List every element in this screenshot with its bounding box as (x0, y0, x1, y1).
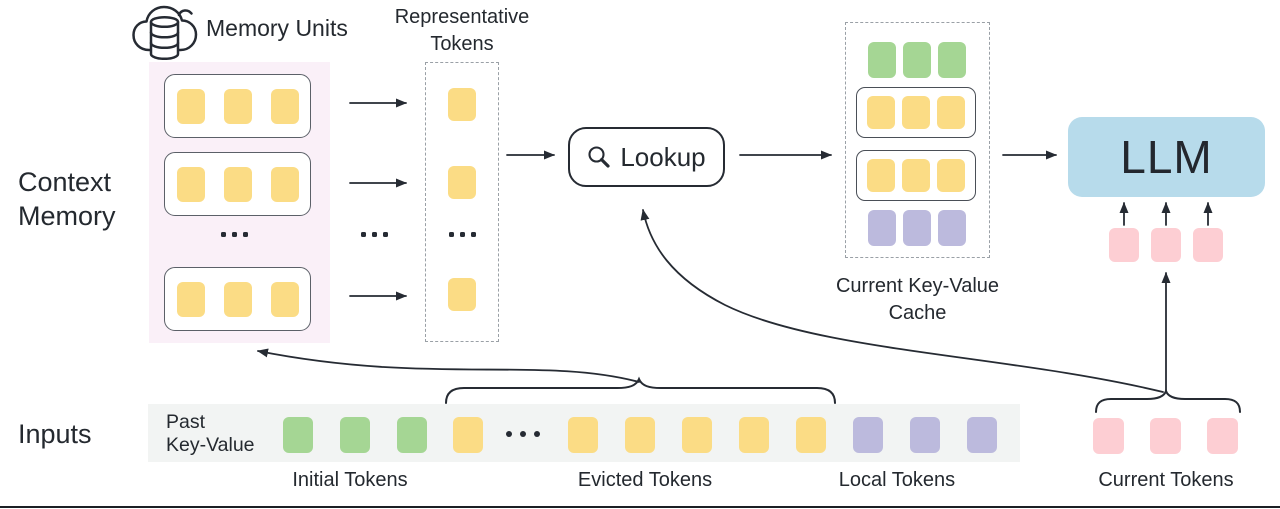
token-green (340, 417, 370, 453)
memory-units-label: Memory Units (206, 15, 348, 41)
cache-row-local (868, 210, 966, 246)
representative-tokens-label-line2: Tokens (430, 33, 494, 55)
token-green (283, 417, 313, 453)
initial-tokens-label: Initial Tokens (292, 469, 408, 491)
past-kv-label: Past Key-Value (166, 411, 255, 457)
token-yellow (270, 88, 299, 124)
token-pink (1093, 418, 1124, 454)
past-kv-label-line2: Key-Value (166, 434, 255, 456)
current-kv-cache-label: Current Key-Value Cache (820, 273, 1015, 327)
token-yellow (453, 417, 483, 453)
representative-tokens-label-line1: Representative (394, 6, 530, 28)
evicted-tokens-group (568, 417, 826, 453)
token-yellow (937, 96, 965, 129)
token-yellow (867, 96, 895, 129)
past-kv-label-line1: Past (166, 411, 206, 433)
brace-evicted-tokens (445, 376, 836, 404)
token-yellow (176, 166, 205, 202)
token-pink (1151, 228, 1181, 262)
local-tokens-group (853, 417, 997, 453)
context-memory-label-line2: Memory (18, 201, 116, 231)
token-purple (853, 417, 883, 453)
token-yellow (796, 417, 826, 453)
llm-label: LLM (1120, 131, 1213, 183)
token-pink (1207, 418, 1238, 454)
token-green (868, 42, 896, 78)
memory-unit-row (164, 267, 311, 331)
current-kv-cache-label-line1: Current Key-Value (835, 275, 1000, 297)
token-purple (903, 210, 931, 246)
evicted-token-first (453, 417, 483, 453)
local-tokens-label: Local Tokens (838, 469, 956, 491)
current-kv-cache-box (845, 22, 990, 258)
memory-units-cloud-database-icon (132, 5, 198, 60)
token-yellow (223, 281, 252, 317)
current-kv-cache-label-line2: Cache (888, 302, 947, 324)
token-pink (1150, 418, 1181, 454)
ellipsis-icon (506, 431, 540, 437)
token-yellow (270, 281, 299, 317)
token-yellow (448, 88, 476, 121)
representative-token (448, 278, 476, 311)
inputs-label: Inputs (18, 419, 92, 449)
cache-row-retrieved-unit (856, 87, 976, 138)
evicted-tokens-label: Evicted Tokens (577, 469, 713, 491)
representative-token (448, 166, 476, 199)
token-purple (868, 210, 896, 246)
figure-bottom-rule (0, 506, 1280, 508)
curve-evicted-to-memory (257, 348, 640, 383)
token-yellow (448, 278, 476, 311)
magnifier-icon (588, 146, 610, 168)
token-yellow (902, 96, 930, 129)
memory-unit-row (164, 74, 311, 138)
current-tokens-under-llm (1109, 228, 1223, 262)
token-pink (1193, 228, 1223, 262)
lookup-button: Lookup (568, 127, 725, 187)
token-yellow (682, 417, 712, 453)
cache-row-initial (868, 42, 966, 78)
token-yellow (625, 417, 655, 453)
lookup-label: Lookup (620, 141, 706, 172)
token-yellow (176, 88, 205, 124)
llm-box: LLM (1068, 117, 1265, 197)
token-green (938, 42, 966, 78)
context-memory-label: Context Memory (18, 165, 116, 233)
representative-tokens-label: Representative Tokens (362, 4, 562, 58)
token-yellow (176, 281, 205, 317)
brace-current-tokens (1095, 387, 1241, 413)
token-green (397, 417, 427, 453)
representative-tokens-box (425, 62, 499, 342)
initial-tokens-group (283, 417, 427, 453)
current-tokens-label: Current Tokens (1098, 469, 1234, 491)
token-yellow (568, 417, 598, 453)
token-yellow (937, 159, 965, 192)
memory-unit-row (164, 152, 311, 216)
ellipsis-icon (221, 232, 248, 237)
token-pink (1109, 228, 1139, 262)
current-tokens-group (1093, 418, 1238, 454)
token-purple (910, 417, 940, 453)
token-purple (938, 210, 966, 246)
token-green (903, 42, 931, 78)
context-memory-label-line1: Context (18, 167, 112, 197)
token-yellow (739, 417, 769, 453)
ellipsis-icon (361, 232, 388, 237)
token-yellow (223, 88, 252, 124)
token-yellow (223, 166, 252, 202)
token-purple (967, 417, 997, 453)
token-yellow (448, 166, 476, 199)
cache-row-retrieved-unit (856, 150, 976, 201)
representative-token (448, 88, 476, 121)
token-yellow (902, 159, 930, 192)
ellipsis-icon (449, 232, 476, 237)
token-yellow (270, 166, 299, 202)
token-yellow (867, 159, 895, 192)
